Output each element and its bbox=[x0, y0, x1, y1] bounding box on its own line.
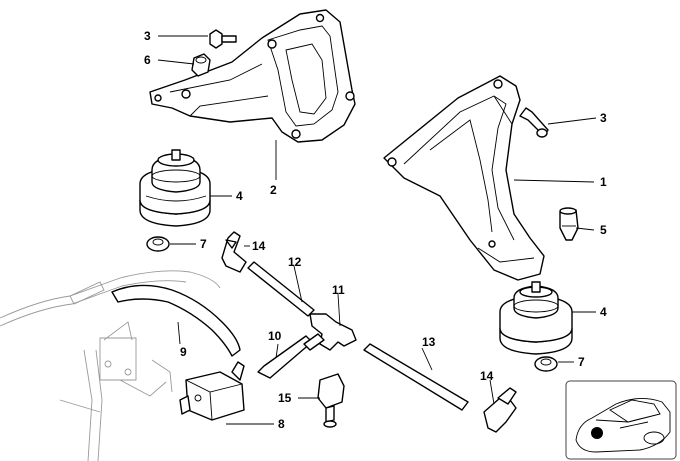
callout-12: 12 bbox=[288, 255, 302, 269]
vehicle-locator-inset bbox=[565, 380, 677, 460]
callout-1: 1 bbox=[600, 175, 607, 189]
callout-7: 7 bbox=[578, 355, 585, 369]
callout-3: 3 bbox=[600, 111, 607, 125]
callout-5: 5 bbox=[600, 223, 607, 237]
callout-14: 14 bbox=[252, 239, 266, 253]
pipe-assembly bbox=[221, 231, 517, 433]
bolt-right bbox=[519, 107, 549, 138]
connector-part-15 bbox=[317, 373, 345, 428]
solenoid-valve bbox=[179, 361, 245, 421]
callout-10: 10 bbox=[268, 329, 282, 343]
callout-2: 2 bbox=[270, 183, 277, 197]
callout-14: 14 bbox=[480, 369, 494, 383]
callout-3: 3 bbox=[144, 29, 151, 43]
engine-bracket-left bbox=[149, 9, 356, 143]
bolt-top bbox=[209, 29, 237, 49]
callout-8: 8 bbox=[278, 417, 285, 431]
nut-part-6 bbox=[191, 53, 211, 77]
washer-left bbox=[146, 236, 170, 252]
leader-lines bbox=[157, 35, 597, 425]
callout-15: 15 bbox=[278, 391, 292, 405]
callout-13: 13 bbox=[422, 335, 436, 349]
engine-mount-right bbox=[499, 281, 573, 355]
callout-6: 6 bbox=[144, 53, 151, 67]
callout-4: 4 bbox=[236, 189, 243, 203]
location-marker-icon bbox=[591, 427, 603, 439]
callout-7: 7 bbox=[200, 237, 207, 251]
engine-bracket-right bbox=[383, 75, 545, 281]
stop-buffer bbox=[559, 207, 579, 241]
vacuum-hose bbox=[111, 284, 241, 357]
car-outline-icon bbox=[575, 398, 671, 453]
washer-right bbox=[534, 356, 558, 372]
engine-mount-left bbox=[139, 149, 211, 227]
callout-9: 9 bbox=[180, 345, 187, 359]
callout-4: 4 bbox=[600, 305, 607, 319]
callout-11: 11 bbox=[332, 283, 345, 297]
ghost-structure bbox=[0, 270, 221, 461]
